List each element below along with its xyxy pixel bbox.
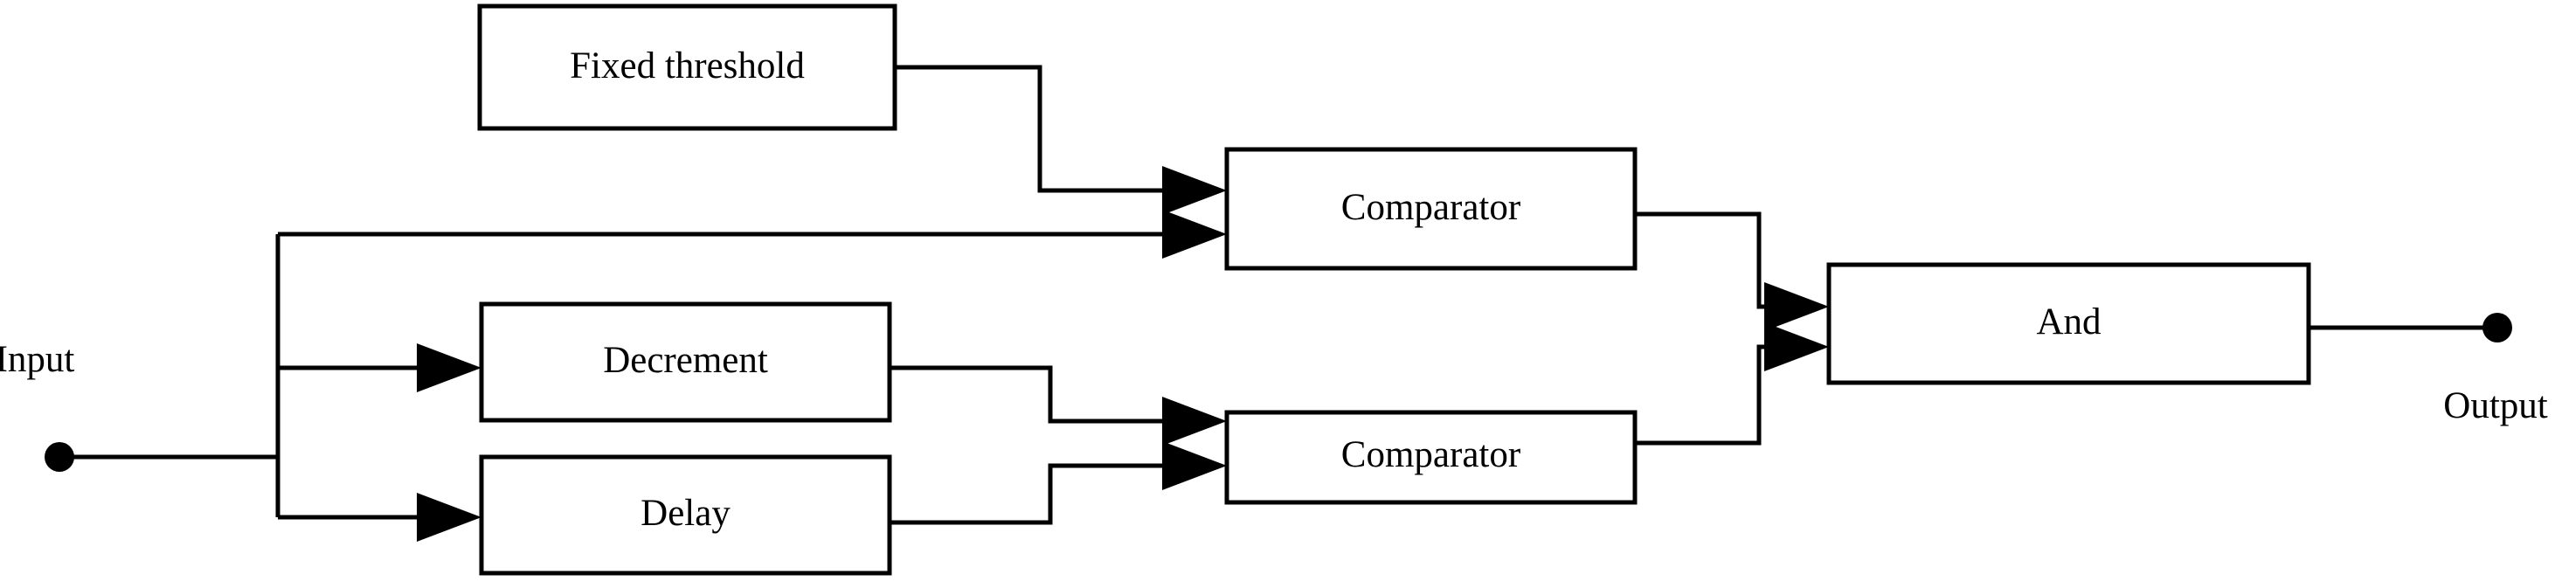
- block-comparator-bottom-rect[interactable]: [1224, 410, 1638, 505]
- block-decrement[interactable]: Decrement: [479, 301, 892, 423]
- wire-fixed-threshold-to-comparator-top: [895, 65, 1206, 193]
- block-fixed-threshold-label: Fixed threshold: [570, 45, 805, 86]
- input-terminal-label: Input: [0, 339, 74, 380]
- wire-delay-to-comparator-bottom: [890, 463, 1206, 525]
- arrowhead-and-upper-input: [1764, 282, 1829, 331]
- terminal-input[interactable]: Input: [0, 339, 74, 472]
- block-decrement-rect[interactable]: [479, 301, 892, 423]
- block-fixed-threshold-rect[interactable]: [477, 3, 897, 131]
- block-comparator-bottom[interactable]: Comparator: [1224, 410, 1638, 505]
- arrowhead-comparator-top-upper-input: [1162, 166, 1227, 215]
- arrowhead-delay-input: [417, 493, 481, 542]
- block-delay-label: Delay: [641, 493, 731, 534]
- output-terminal-label: Output: [2443, 385, 2548, 426]
- output-terminal-dot[interactable]: [2483, 313, 2512, 342]
- arrowhead-decrement-input: [417, 343, 481, 392]
- block-comparator-top-label: Comparator: [1341, 187, 1520, 228]
- arrowhead-comparator-bottom-lower-input: [1162, 441, 1227, 490]
- block-comparator-top[interactable]: Comparator: [1224, 147, 1638, 271]
- block-delay[interactable]: Delay: [479, 454, 892, 576]
- block-delay-rect[interactable]: [479, 454, 892, 576]
- block-fixed-threshold[interactable]: Fixed threshold: [477, 3, 897, 131]
- wire-decrement-to-comparator-bottom: [890, 365, 1206, 424]
- block-and-label: And: [2036, 301, 2101, 342]
- block-decrement-label: Decrement: [603, 340, 768, 381]
- arrowhead-comparator-bottom-upper-input: [1162, 397, 1227, 446]
- input-terminal-dot[interactable]: [45, 442, 74, 472]
- arrowhead-comparator-top-lower-input: [1162, 210, 1227, 259]
- block-comparator-bottom-label: Comparator: [1341, 434, 1520, 475]
- arrowhead-and-lower-input: [1764, 322, 1829, 371]
- block-and[interactable]: And: [1826, 262, 2311, 385]
- block-and-rect[interactable]: [1826, 262, 2311, 385]
- terminal-output[interactable]: Output: [2443, 313, 2548, 426]
- block-comparator-top-rect[interactable]: [1224, 147, 1638, 271]
